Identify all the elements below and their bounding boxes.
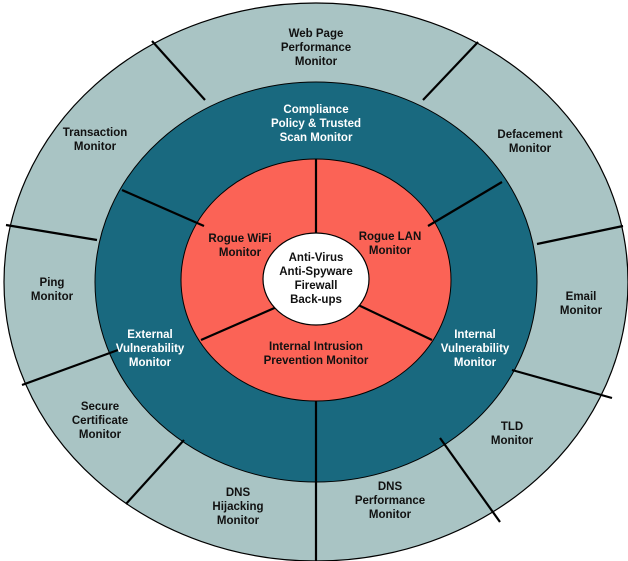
label-line: Policy & Trusted — [271, 118, 361, 130]
label-line: Monitor — [491, 435, 534, 447]
label-line: Monitor — [369, 509, 412, 521]
label-line: Monitor — [74, 141, 117, 153]
outer-label-tld: TLD Monitor — [491, 421, 534, 447]
middle-divider — [427, 181, 503, 227]
label-line: Compliance — [283, 104, 348, 116]
label-line: Ping — [40, 277, 65, 289]
label-line: Monitor — [219, 247, 262, 259]
label-line: Monitor — [79, 429, 122, 441]
label-line: Transaction — [63, 127, 128, 139]
label-line: Certificate — [72, 415, 128, 427]
inner-label-rogue-lan: Rogue LAN Monitor — [359, 231, 422, 257]
label-line: Scan Monitor — [280, 132, 353, 144]
label-line: Rogue LAN — [359, 231, 422, 243]
label-line: Monitor — [295, 56, 338, 68]
label-line: Firewall — [295, 280, 338, 292]
inner-ring-dividers — [200, 159, 433, 342]
outer-divider — [511, 368, 613, 400]
label-line: Prevention Monitor — [264, 355, 369, 367]
outer-ring-dividers — [5, 40, 624, 561]
label-line: Internal — [454, 329, 496, 341]
label-line: Back-ups — [290, 294, 342, 306]
label-line: Web Page — [289, 28, 344, 40]
label-line: DNS — [226, 487, 251, 499]
label-line: Monitor — [31, 291, 74, 303]
label-line: Rogue WiFi — [208, 233, 271, 245]
label-line: Vulnerability — [441, 343, 510, 355]
label-line: Hijacking — [212, 501, 263, 513]
label-line: Monitor — [129, 357, 172, 369]
outer-divider — [21, 348, 119, 387]
label-line: Performance — [355, 495, 425, 507]
label-line: Monitor — [454, 357, 497, 369]
label-line: Defacement — [497, 129, 562, 141]
label-line: Vulnerability — [116, 343, 185, 355]
label-line: Monitor — [560, 305, 603, 317]
label-line: Internal Intrusion — [269, 341, 363, 353]
outer-divider — [536, 224, 624, 246]
inner-divider — [353, 302, 433, 341]
label-line: Monitor — [509, 143, 552, 155]
label-line: External — [127, 329, 172, 341]
middle-divider — [121, 188, 205, 228]
outer-divider — [439, 437, 501, 523]
label-line: Anti-Virus — [289, 252, 344, 264]
label-line: Anti-Spyware — [279, 266, 353, 278]
label-line: DNS — [378, 481, 403, 493]
label-line: TLD — [501, 421, 523, 433]
outer-divider — [422, 41, 479, 101]
outer-divider — [125, 439, 185, 505]
label-line: Performance — [281, 42, 351, 54]
core-circle — [262, 232, 370, 326]
label-line: Email — [566, 291, 597, 303]
middle-ring-dividers — [121, 181, 503, 482]
label-line: Secure — [81, 401, 119, 413]
outer-divider — [5, 223, 98, 242]
outer-divider — [151, 40, 206, 101]
inner-divider — [200, 304, 280, 342]
label-line: Monitor — [217, 515, 260, 527]
label-line: Monitor — [369, 245, 412, 257]
